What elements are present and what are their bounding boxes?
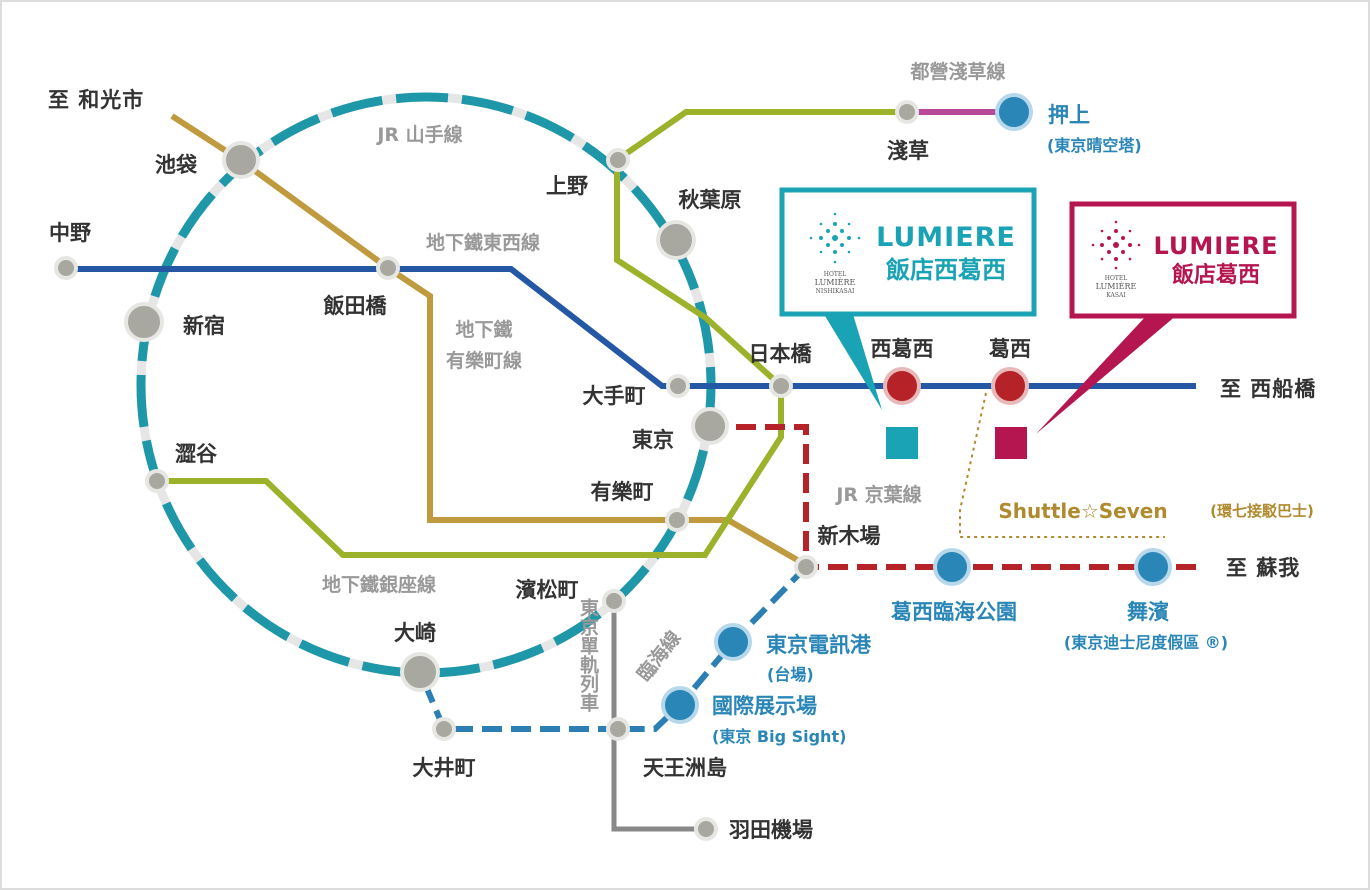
- station-node-nakano[interactable]: [54, 256, 78, 280]
- station-label-shinjuku: 新宿: [183, 314, 225, 338]
- station-node-osaki[interactable]: [400, 652, 440, 692]
- station-label-maihama: 舞濱: [1127, 600, 1169, 624]
- hotel-logo-nishikasai: [809, 212, 861, 264]
- station-node-akihabara[interactable]: [656, 220, 696, 260]
- station-label-otemachi: 大手町: [583, 384, 646, 408]
- hotel-marker-nishikasai[interactable]: [886, 427, 918, 459]
- station-node-iidabashi[interactable]: [376, 256, 400, 280]
- station-node-shinjuku[interactable]: [124, 302, 164, 342]
- hotel-name-kasai: LUMIERE: [1153, 232, 1278, 260]
- station-label-oimachi: 大井町: [413, 756, 476, 780]
- station-label-nishikasai: 西葛西: [871, 337, 934, 361]
- station-node-shibuya[interactable]: [145, 469, 169, 493]
- station-node-kasai[interactable]: [991, 367, 1029, 405]
- hotel-logo-kasai: [1091, 220, 1141, 270]
- hotel-callout-nishikasai[interactable]: HOTEL LUMIÈRE NISHIKASAI LUMIERE 飯店西葛西: [779, 187, 1037, 317]
- monorail-line: [611, 601, 706, 832]
- hotel-callout-pointer-nishikasai: [822, 311, 882, 410]
- station-label-ueno: 上野: [546, 174, 588, 198]
- line-label-shuttle-sub: (環七接駁巴士): [1210, 502, 1314, 520]
- station-node-haneda[interactable]: [694, 817, 718, 841]
- station-label-maihama-sub: (東京迪士尼度假區 ®): [1064, 633, 1228, 652]
- station-label-oshiage: 押上: [1048, 103, 1090, 127]
- hotel-logo-small-3-kasai: KASAI: [1106, 292, 1126, 299]
- station-node-tokyo[interactable]: [691, 407, 729, 445]
- hotel-sub-kasai: 飯店葛西: [1171, 262, 1260, 288]
- line-label-yurakucho-1: 地下鐵: [455, 318, 512, 341]
- station-label-tokyo: 東京: [632, 428, 674, 452]
- station-node-oimachi[interactable]: [432, 717, 456, 741]
- station-node-tokyo-teleport[interactable]: [714, 623, 752, 661]
- station-label-nihonbashi: 日本橋: [749, 342, 813, 366]
- hotel-logo-small-3-nishikasai: NISHIKASAI: [816, 288, 855, 295]
- station-label-shibuya: 澀谷: [175, 442, 218, 466]
- hotel-marker-kasai[interactable]: [995, 427, 1027, 459]
- station-label-shinkiba: 新木場: [818, 524, 881, 548]
- hotel-logo-small-2-nishikasai: LUMIÈRE: [815, 278, 856, 287]
- station-node-hamamatsucho[interactable]: [602, 589, 626, 613]
- station-node-shinkiba[interactable]: [794, 555, 818, 579]
- hotel-logo-small-2-kasai: LUMIÈRE: [1096, 282, 1137, 291]
- station-label-kasai-rinkai: 葛西臨海公園: [891, 600, 1017, 624]
- station-label-tennozu: 天王洲島: [643, 756, 727, 780]
- station-node-asakusa[interactable]: [895, 100, 919, 124]
- hotel-logo-small-1-nishikasai: HOTEL: [824, 271, 847, 278]
- station-node-nihonbashi[interactable]: [769, 374, 793, 398]
- station-label-ikebukuro: 池袋: [155, 153, 198, 177]
- station-label-iidabashi: 飯田橋: [323, 294, 388, 318]
- destination-wakoshi: 至 和光市: [48, 88, 144, 112]
- hotel-sub-nishikasai: 飯店西葛西: [885, 256, 1006, 284]
- line-label-keiyo: JR 京葉線: [834, 483, 921, 506]
- line-label-jr-yamanote: JR 山手線: [375, 123, 462, 146]
- station-label-kasai: 葛西: [989, 337, 1031, 361]
- line-label-tozai: 地下鐵東西線: [426, 231, 540, 254]
- station-label-kokusai-tenjijo-sub: (東京 Big Sight): [712, 727, 846, 746]
- hotel-logo-small-1-kasai: HOTEL: [1105, 275, 1128, 282]
- station-label-asakusa: 淺草: [887, 139, 929, 163]
- destination-nishifunabashi: 至 西船橋: [1220, 377, 1316, 401]
- hotel-callout-kasai[interactable]: HOTEL LUMIÈRE KASAI LUMIERE 飯店葛西: [1069, 201, 1297, 319]
- station-label-akihabara: 秋葉原: [679, 188, 742, 212]
- station-label-nakano: 中野: [49, 221, 91, 245]
- station-label-tokyo-teleport-sub: (台場): [767, 665, 814, 684]
- station-label-osaki: 大崎: [394, 621, 436, 645]
- line-label-yurakucho-2: 有樂町線: [446, 349, 522, 372]
- station-node-ueno[interactable]: [606, 148, 630, 172]
- hotel-callout-pointer-kasai: [1036, 314, 1178, 434]
- line-label-asakusa: 都營淺草線: [909, 60, 1005, 83]
- destination-soga: 至 蘇我: [1226, 556, 1300, 580]
- station-node-ikebukuro[interactable]: [222, 141, 260, 179]
- station-label-yurakucho: 有樂町: [591, 480, 654, 504]
- station-node-nishikasai[interactable]: [883, 367, 921, 405]
- station-label-haneda: 羽田機場: [729, 818, 813, 842]
- tozai-line: [66, 266, 1196, 389]
- station-node-oshiage[interactable]: [995, 93, 1033, 131]
- line-label-ginza: 地下鐵銀座線: [322, 573, 436, 596]
- line-label-shuttle: Shuttle☆Seven: [998, 499, 1167, 523]
- keiyo-line: [736, 424, 1196, 570]
- station-label-tokyo-teleport: 東京電訊港: [766, 633, 872, 657]
- station-node-yurakucho[interactable]: [665, 508, 689, 532]
- station-node-kasai-rinkai[interactable]: [933, 548, 971, 586]
- shuttle-route: [959, 392, 1165, 538]
- station-node-maihama[interactable]: [1134, 548, 1172, 586]
- hotel-name-nishikasai: LUMIERE: [876, 222, 1016, 253]
- station-label-hamamatsucho: 濱松町: [516, 578, 579, 602]
- station-label-kokusai-tenjijo: 國際展示場: [712, 694, 817, 718]
- station-node-otemachi[interactable]: [666, 374, 690, 398]
- station-node-tennozu[interactable]: [606, 717, 630, 741]
- station-label-oshiage-sub: (東京晴空塔): [1047, 136, 1142, 155]
- line-label-monorail: 東京單軌列車: [577, 597, 599, 713]
- station-node-kokusai-tenjijo[interactable]: [661, 686, 699, 724]
